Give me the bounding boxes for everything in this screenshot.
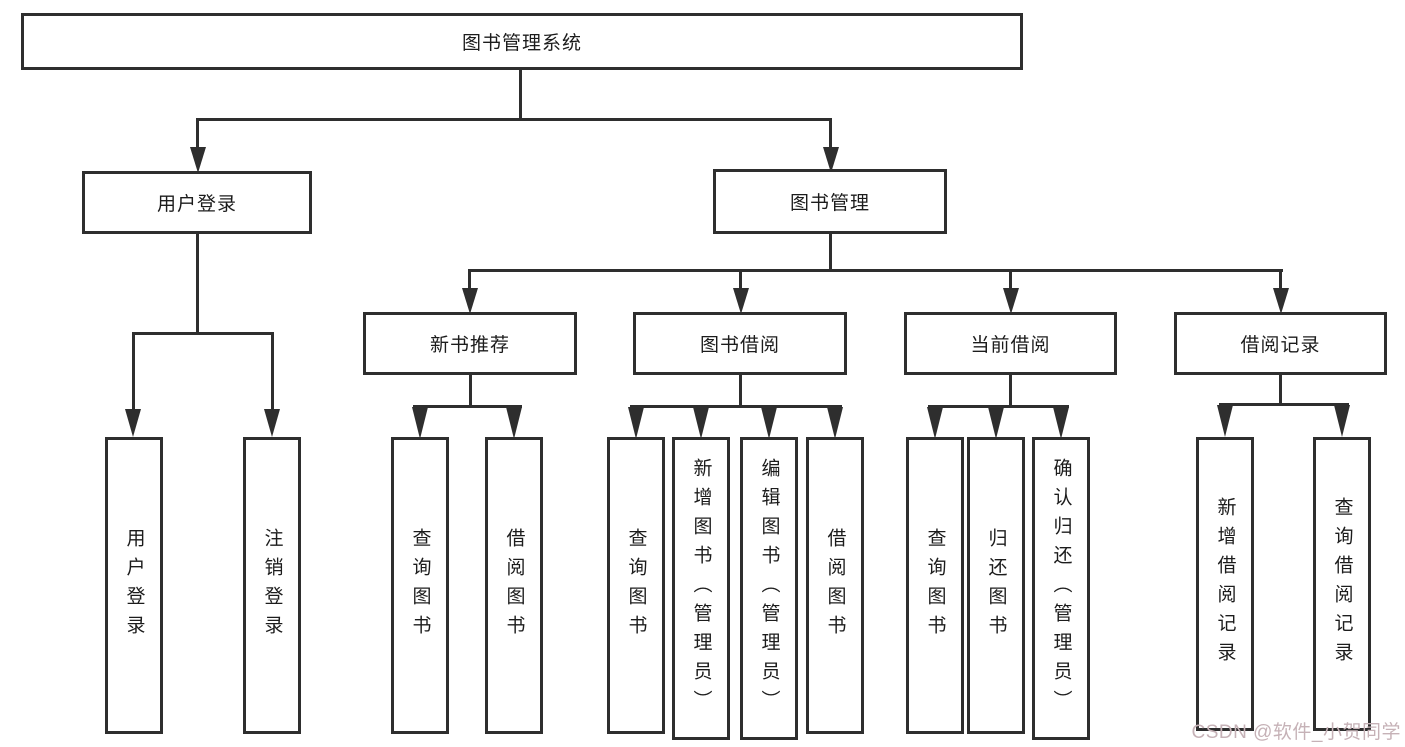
connector-line: [739, 269, 742, 291]
connector-line: [132, 332, 274, 335]
leaf-add-borrow-record: 新增借阅记录: [1196, 437, 1254, 731]
connector-line: [132, 332, 135, 410]
arrowhead-down: [927, 407, 943, 439]
connector-line: [468, 269, 471, 291]
connector-line: [196, 233, 199, 335]
leaf-logout: 注销登录: [243, 437, 301, 734]
leaf-user-login: 用户登录: [105, 437, 163, 734]
connector-line: [196, 118, 832, 121]
arrowhead-down: [628, 407, 644, 439]
node-borrow-records: 借阅记录: [1174, 312, 1387, 375]
leaf-add-book-admin: 新增图书（管理员）: [672, 437, 730, 740]
arrowhead-down: [733, 288, 749, 314]
leaf-borrow-books-2: 借阅图书: [806, 437, 864, 734]
arrowhead-down: [125, 409, 141, 437]
arrowhead-down: [827, 407, 843, 439]
node-book-management: 图书管理: [713, 169, 947, 234]
leaf-borrow-books-1: 借阅图书: [485, 437, 543, 734]
connector-line: [271, 332, 274, 410]
connector-line: [468, 269, 1283, 272]
node-current-borrow: 当前借阅: [904, 312, 1117, 375]
arrowhead-down: [264, 409, 280, 437]
connector-line: [829, 118, 832, 150]
connector-line: [1279, 269, 1282, 291]
arrowhead-down: [1217, 405, 1233, 437]
connector-line: [928, 405, 1069, 408]
connector-line: [1009, 374, 1012, 408]
connector-line: [519, 68, 522, 118]
arrowhead-down: [693, 407, 709, 439]
connector-line: [1009, 269, 1012, 291]
arrowhead-down: [988, 407, 1004, 439]
node-book-borrow: 图书借阅: [633, 312, 847, 375]
leaf-query-books-1: 查询图书: [391, 437, 449, 734]
leaf-edit-book-admin: 编辑图书（管理员）: [740, 437, 798, 740]
node-root: 图书管理系统: [21, 13, 1023, 70]
arrowhead-down: [823, 147, 839, 173]
leaf-query-borrow-record: 查询借阅记录: [1313, 437, 1371, 731]
watermark: CSDN @软件_小贺同学: [1191, 722, 1401, 743]
leaf-return-book: 归还图书: [967, 437, 1025, 734]
connector-line: [1219, 403, 1349, 406]
arrowhead-down: [412, 407, 428, 439]
leaf-confirm-return-admin: 确认归还（管理员）: [1032, 437, 1090, 740]
connector-line: [739, 374, 742, 408]
leaf-query-books-3: 查询图书: [906, 437, 964, 734]
node-new-book-recommend: 新书推荐: [363, 312, 577, 375]
arrowhead-down: [1053, 407, 1069, 439]
connector-line: [469, 374, 472, 408]
connector-line: [1279, 374, 1282, 405]
arrowhead-down: [761, 407, 777, 439]
connector-line: [829, 233, 832, 272]
arrowhead-down: [190, 147, 206, 173]
arrowhead-down: [1273, 288, 1289, 314]
connector-line: [630, 405, 842, 408]
arrowhead-down: [1334, 405, 1350, 437]
arrowhead-down: [506, 407, 522, 439]
connector-line: [413, 405, 522, 408]
node-user-login: 用户登录: [82, 171, 312, 234]
leaf-query-books-2: 查询图书: [607, 437, 665, 734]
connector-line: [196, 118, 199, 150]
arrowhead-down: [462, 288, 478, 314]
arrowhead-down: [1003, 288, 1019, 314]
